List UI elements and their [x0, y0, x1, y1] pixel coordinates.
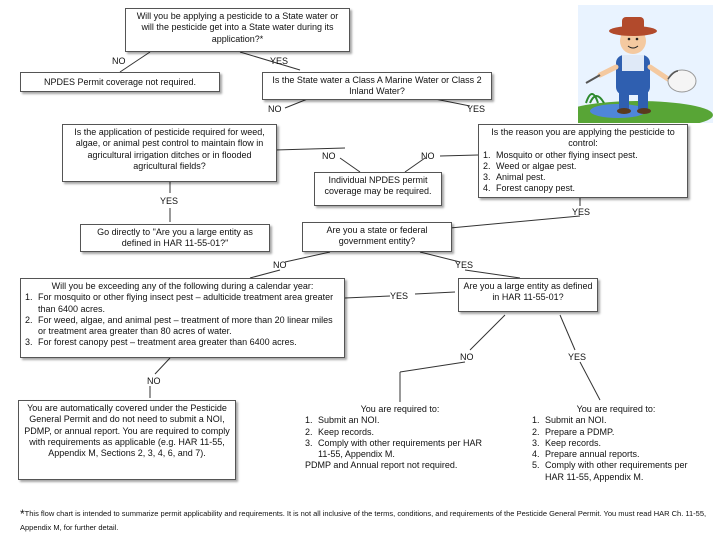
- required-large-item: 4.Prepare annual reports.: [532, 449, 640, 459]
- application-no-b-label: NO: [421, 151, 435, 161]
- auto-covered-box: You are automatically covered under the …: [18, 400, 236, 480]
- individual-npdes-box: Individual NPDES permit coverage may be …: [314, 172, 442, 206]
- class-a-yes-label: YES: [467, 104, 486, 114]
- reason-item: 2.Weed or algae pest.: [483, 160, 577, 171]
- exceeding-item: 3.For forest canopy pest – treatment are…: [25, 337, 297, 348]
- required-small-list: 1.Submit an NOI. 2.Keep records. 3.Compl…: [305, 415, 495, 460]
- class-a-water-text: Is the State water a Class A Marine Wate…: [272, 75, 482, 97]
- required-large-title: You are required to:: [576, 404, 656, 414]
- start-question-box: Will you be applying a pesticide to a St…: [125, 8, 350, 52]
- exceeding-item: 1.For mosquito or other flying insect pe…: [25, 292, 334, 314]
- footnote: *This flow chart is intended to summariz…: [20, 506, 710, 534]
- required-large-item: 1.Submit an NOI.: [532, 415, 607, 426]
- auto-covered-text: You are automatically covered under the …: [24, 403, 230, 458]
- application-yes-label: YES: [160, 196, 179, 206]
- npdes-not-required-text: NPDES Permit coverage not required.: [43, 77, 197, 87]
- footnote-star: *: [20, 507, 25, 521]
- application-question-text: Is the application of pesticide required…: [74, 127, 265, 171]
- reason-item: 3.Animal pest.: [483, 172, 546, 182]
- large-entity-no-label: NO: [460, 352, 474, 362]
- required-large-item: 2.Prepare a PDMP.: [532, 426, 615, 437]
- exceeding-list: 1.For mosquito or other flying insect pe…: [25, 292, 340, 348]
- required-small-item: 1.Submit an NOI.: [305, 415, 380, 426]
- large-entity-box: Are you a large entity as defined in HAR…: [458, 278, 598, 312]
- reason-item: 4.Forest canopy pest.: [483, 183, 576, 194]
- exceeding-box: Will you be exceeding any of the followi…: [20, 278, 345, 358]
- required-small-tail: PDMP and Annual report not required.: [305, 460, 458, 471]
- go-directly-box: Go directly to "Are you a large entity a…: [80, 224, 270, 252]
- required-large-item: 3.Keep records.: [532, 437, 602, 448]
- application-no-a-label: NO: [322, 151, 336, 161]
- required-large-block: You are required to: 1.Submit an NOI. 2.…: [532, 404, 700, 483]
- required-large-item: 5.Comply with other requirements per HAR…: [532, 460, 688, 482]
- exceeding-no-label: NO: [147, 376, 161, 386]
- farmer-sprayer-illustration: [578, 5, 713, 123]
- exceeding-title: Will you be exceeding any of the followi…: [51, 281, 314, 291]
- npdes-not-required-box: NPDES Permit coverage not required.: [20, 72, 220, 92]
- required-small-block: You are required to: 1.Submit an NOI. 2.…: [305, 404, 495, 472]
- class-a-no-label: NO: [268, 104, 282, 114]
- go-directly-text: Go directly to "Are you a large entity a…: [97, 227, 253, 249]
- start-question-text: Will you be applying a pesticide to a St…: [136, 11, 339, 44]
- exceeding-item: 2.For weed, algae, and animal pest – tre…: [25, 314, 333, 336]
- state-federal-text: Are you a state or federal government en…: [326, 225, 428, 247]
- individual-npdes-text: Individual NPDES permit coverage may be …: [324, 175, 432, 197]
- reason-box: Is the reason you are applying the pesti…: [478, 124, 688, 198]
- footnote-text: This flow chart is intended to summarize…: [20, 509, 707, 533]
- exceeding-yes-label: YES: [390, 291, 409, 301]
- start-yes-label: YES: [270, 56, 289, 66]
- large-entity-text: Are you a large entity as defined in HAR…: [463, 281, 593, 303]
- required-small-title: You are required to:: [360, 404, 440, 414]
- state-federal-no-label: NO: [273, 260, 287, 270]
- state-federal-box: Are you a state or federal government en…: [302, 222, 452, 252]
- class-a-water-box: Is the State water a Class A Marine Wate…: [262, 72, 492, 100]
- required-small-item: 2.Keep records.: [305, 426, 375, 437]
- reason-title: Is the reason you are applying the pesti…: [491, 127, 675, 149]
- reason-yes-label: YES: [572, 207, 591, 217]
- reason-list: 1.Mosquito or other flying insect pest. …: [483, 150, 683, 195]
- start-no-label: NO: [112, 56, 126, 66]
- required-small-item: 3.Comply with other requirements per HAR…: [305, 437, 483, 459]
- required-large-list: 1.Submit an NOI. 2.Prepare a PDMP. 3.Kee…: [532, 415, 700, 483]
- application-question-box: Is the application of pesticide required…: [62, 124, 277, 182]
- state-federal-yes-label: YES: [455, 260, 474, 270]
- reason-item: 1.Mosquito or other flying insect pest.: [483, 149, 638, 160]
- large-entity-yes-label: YES: [568, 352, 587, 362]
